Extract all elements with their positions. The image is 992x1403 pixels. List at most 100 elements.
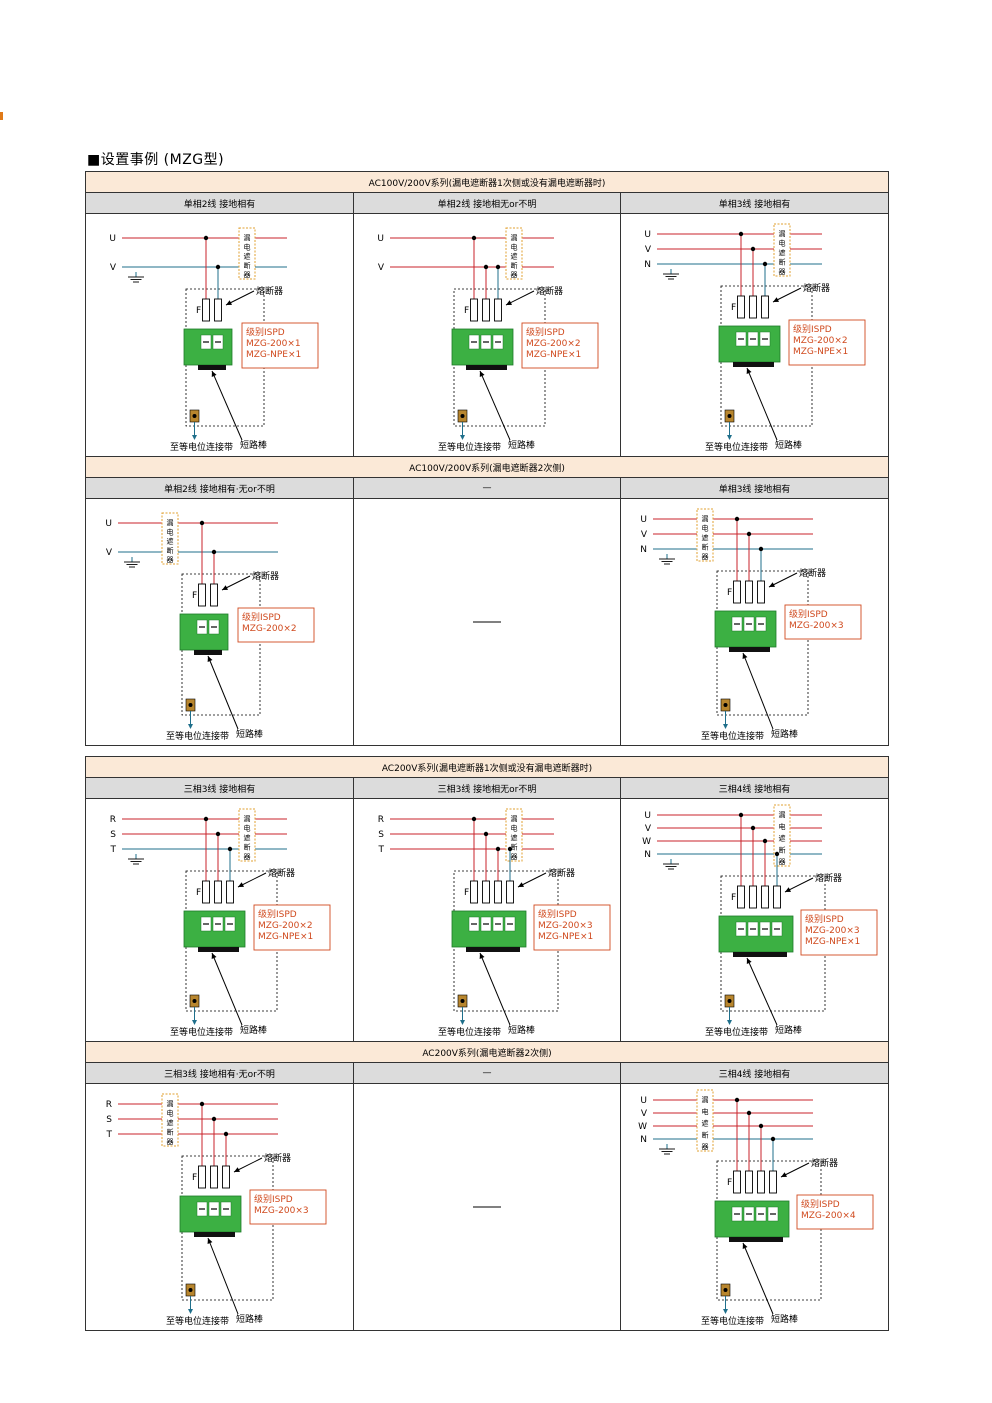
installation-table-ac200: AC200V系列(漏电遮断器1次侧或没有漏电遮断器时) 三相3线 接地相有 三相… [84, 756, 890, 1331]
ispd-rating-box [533, 904, 611, 951]
fuse-arrow-head [506, 300, 512, 305]
breaker-label-char: 遮 [244, 833, 251, 842]
breaker-label-char: 断 [511, 261, 518, 270]
line-label: T [106, 1130, 113, 1140]
fuse-f-label: F [464, 306, 469, 316]
breaker-label-char: 断 [244, 261, 251, 270]
enclosure-dashed-box [453, 288, 546, 427]
breaker-label-char: 电 [244, 824, 251, 833]
ispd-rating-text: MZG-NPE×1 [793, 347, 848, 357]
column-header: 三相4线 接地相有 [619, 777, 890, 799]
breaker-label-char: 电 [779, 239, 786, 248]
breaker-label-char: 漏 [244, 814, 251, 823]
line-label: R [110, 815, 116, 825]
fuse [470, 298, 478, 322]
equipotential-arrowhead [188, 1309, 193, 1314]
breaker-label-char: 断 [511, 843, 518, 852]
breaker-label-char: 漏 [702, 1095, 709, 1104]
short-bar-label: 短路棒 [240, 1024, 267, 1036]
junction-dot [762, 838, 768, 844]
breaker-label-char: 电 [779, 822, 786, 831]
line-label: V [106, 548, 113, 558]
ispd-rating-text: 级别ISPD [242, 611, 281, 623]
short-bar-label: 短路棒 [775, 1024, 802, 1036]
line-label: V [641, 1109, 648, 1119]
fuse [202, 880, 210, 904]
equipotential-arrowhead [723, 1309, 728, 1314]
junction-dot [203, 816, 209, 822]
column-header: 三相4线 接地相有 [619, 1062, 890, 1084]
fuse-label: 熔断器 [811, 1157, 838, 1169]
fuse-f-label: F [192, 591, 197, 601]
ground-terminal-screw [188, 703, 193, 707]
junction-dot [223, 1131, 229, 1137]
empty-dash [473, 621, 501, 623]
ispd-rating-text: MZG-200×2 [526, 339, 581, 349]
ground-terminal-screw [192, 999, 197, 1003]
ispd-rating-text: MZG-200×4 [801, 1211, 856, 1221]
breaker-box [696, 1089, 714, 1152]
breaker-label-char: 断 [167, 546, 174, 555]
fuse-f-label: F [731, 303, 736, 313]
ispd-rating-text: 级别ISPD [258, 908, 297, 920]
fuse [749, 295, 757, 319]
breaker-box [505, 227, 523, 280]
line-label: U [109, 234, 116, 244]
junction-dot [495, 264, 501, 270]
line-label: W [638, 1122, 647, 1132]
ispd-rating-text: MZG-200×3 [805, 926, 860, 936]
breaker-box [238, 808, 256, 862]
line-label: U [644, 811, 651, 821]
junction-dot [199, 520, 205, 526]
ground-terminal-screw [727, 414, 732, 418]
section-title: AC100V/200V系列(漏电遮断器2次侧) [85, 456, 889, 478]
fuse-arrow-head [773, 297, 779, 302]
short-bar-arrow-head [746, 368, 752, 374]
column-header: 单相2线 接地相无or不明 [353, 192, 621, 214]
ispd-rating-text: 级别ISPD [789, 608, 828, 620]
fuse [749, 885, 757, 909]
fuse [773, 885, 781, 909]
breaker-label-char: 器 [702, 1143, 709, 1151]
line-label: R [378, 815, 384, 825]
ispd-rating-text: MZG-200×2 [242, 624, 297, 634]
column-header: 三相3线 接地相有 [85, 777, 354, 799]
ispd-rating-box [253, 904, 331, 951]
breaker-box [773, 223, 791, 277]
short-bar-label: 短路棒 [771, 1313, 798, 1325]
wiring-diagram-svg: UV漏电遮断器F熔断器级别ISPDMZG-200×1MZG-NPE×1短路棒至等… [109, 227, 319, 453]
junction-dot [215, 264, 221, 270]
short-bar-arrow-head [479, 953, 485, 959]
junction-dot [203, 235, 209, 241]
section-title: AC100V/200V系列(漏电遮断器1次侧或没有漏电遮断器时) [85, 171, 889, 193]
fuse-f-label: F [192, 1173, 197, 1183]
line-label: V [110, 263, 117, 273]
fuse-arrow-head [785, 887, 791, 892]
enclosure-dashed-box [720, 875, 826, 1012]
breaker-box [773, 804, 791, 867]
junction-dot [738, 812, 744, 818]
column-header: — [353, 1062, 621, 1084]
line-label: V [378, 263, 385, 273]
fuse [733, 580, 741, 604]
junction-dot [483, 831, 489, 837]
junction-dot [734, 1097, 740, 1103]
breaker-label-char: 遮 [167, 1118, 174, 1127]
breaker-box [161, 1093, 179, 1147]
fuse [737, 295, 745, 319]
fuse-arrow-head [769, 582, 775, 587]
short-bar-arrow-line [207, 655, 239, 730]
equipotential-arrowhead [727, 435, 732, 440]
breaker-label-char: 遮 [167, 537, 174, 546]
junction-dot [734, 516, 740, 522]
fuse [210, 1165, 218, 1189]
column-header: 单相3线 接地相有 [620, 192, 889, 214]
line-label: U [105, 519, 112, 529]
junction-dot [750, 246, 756, 252]
short-bar-label: 短路棒 [771, 728, 798, 740]
